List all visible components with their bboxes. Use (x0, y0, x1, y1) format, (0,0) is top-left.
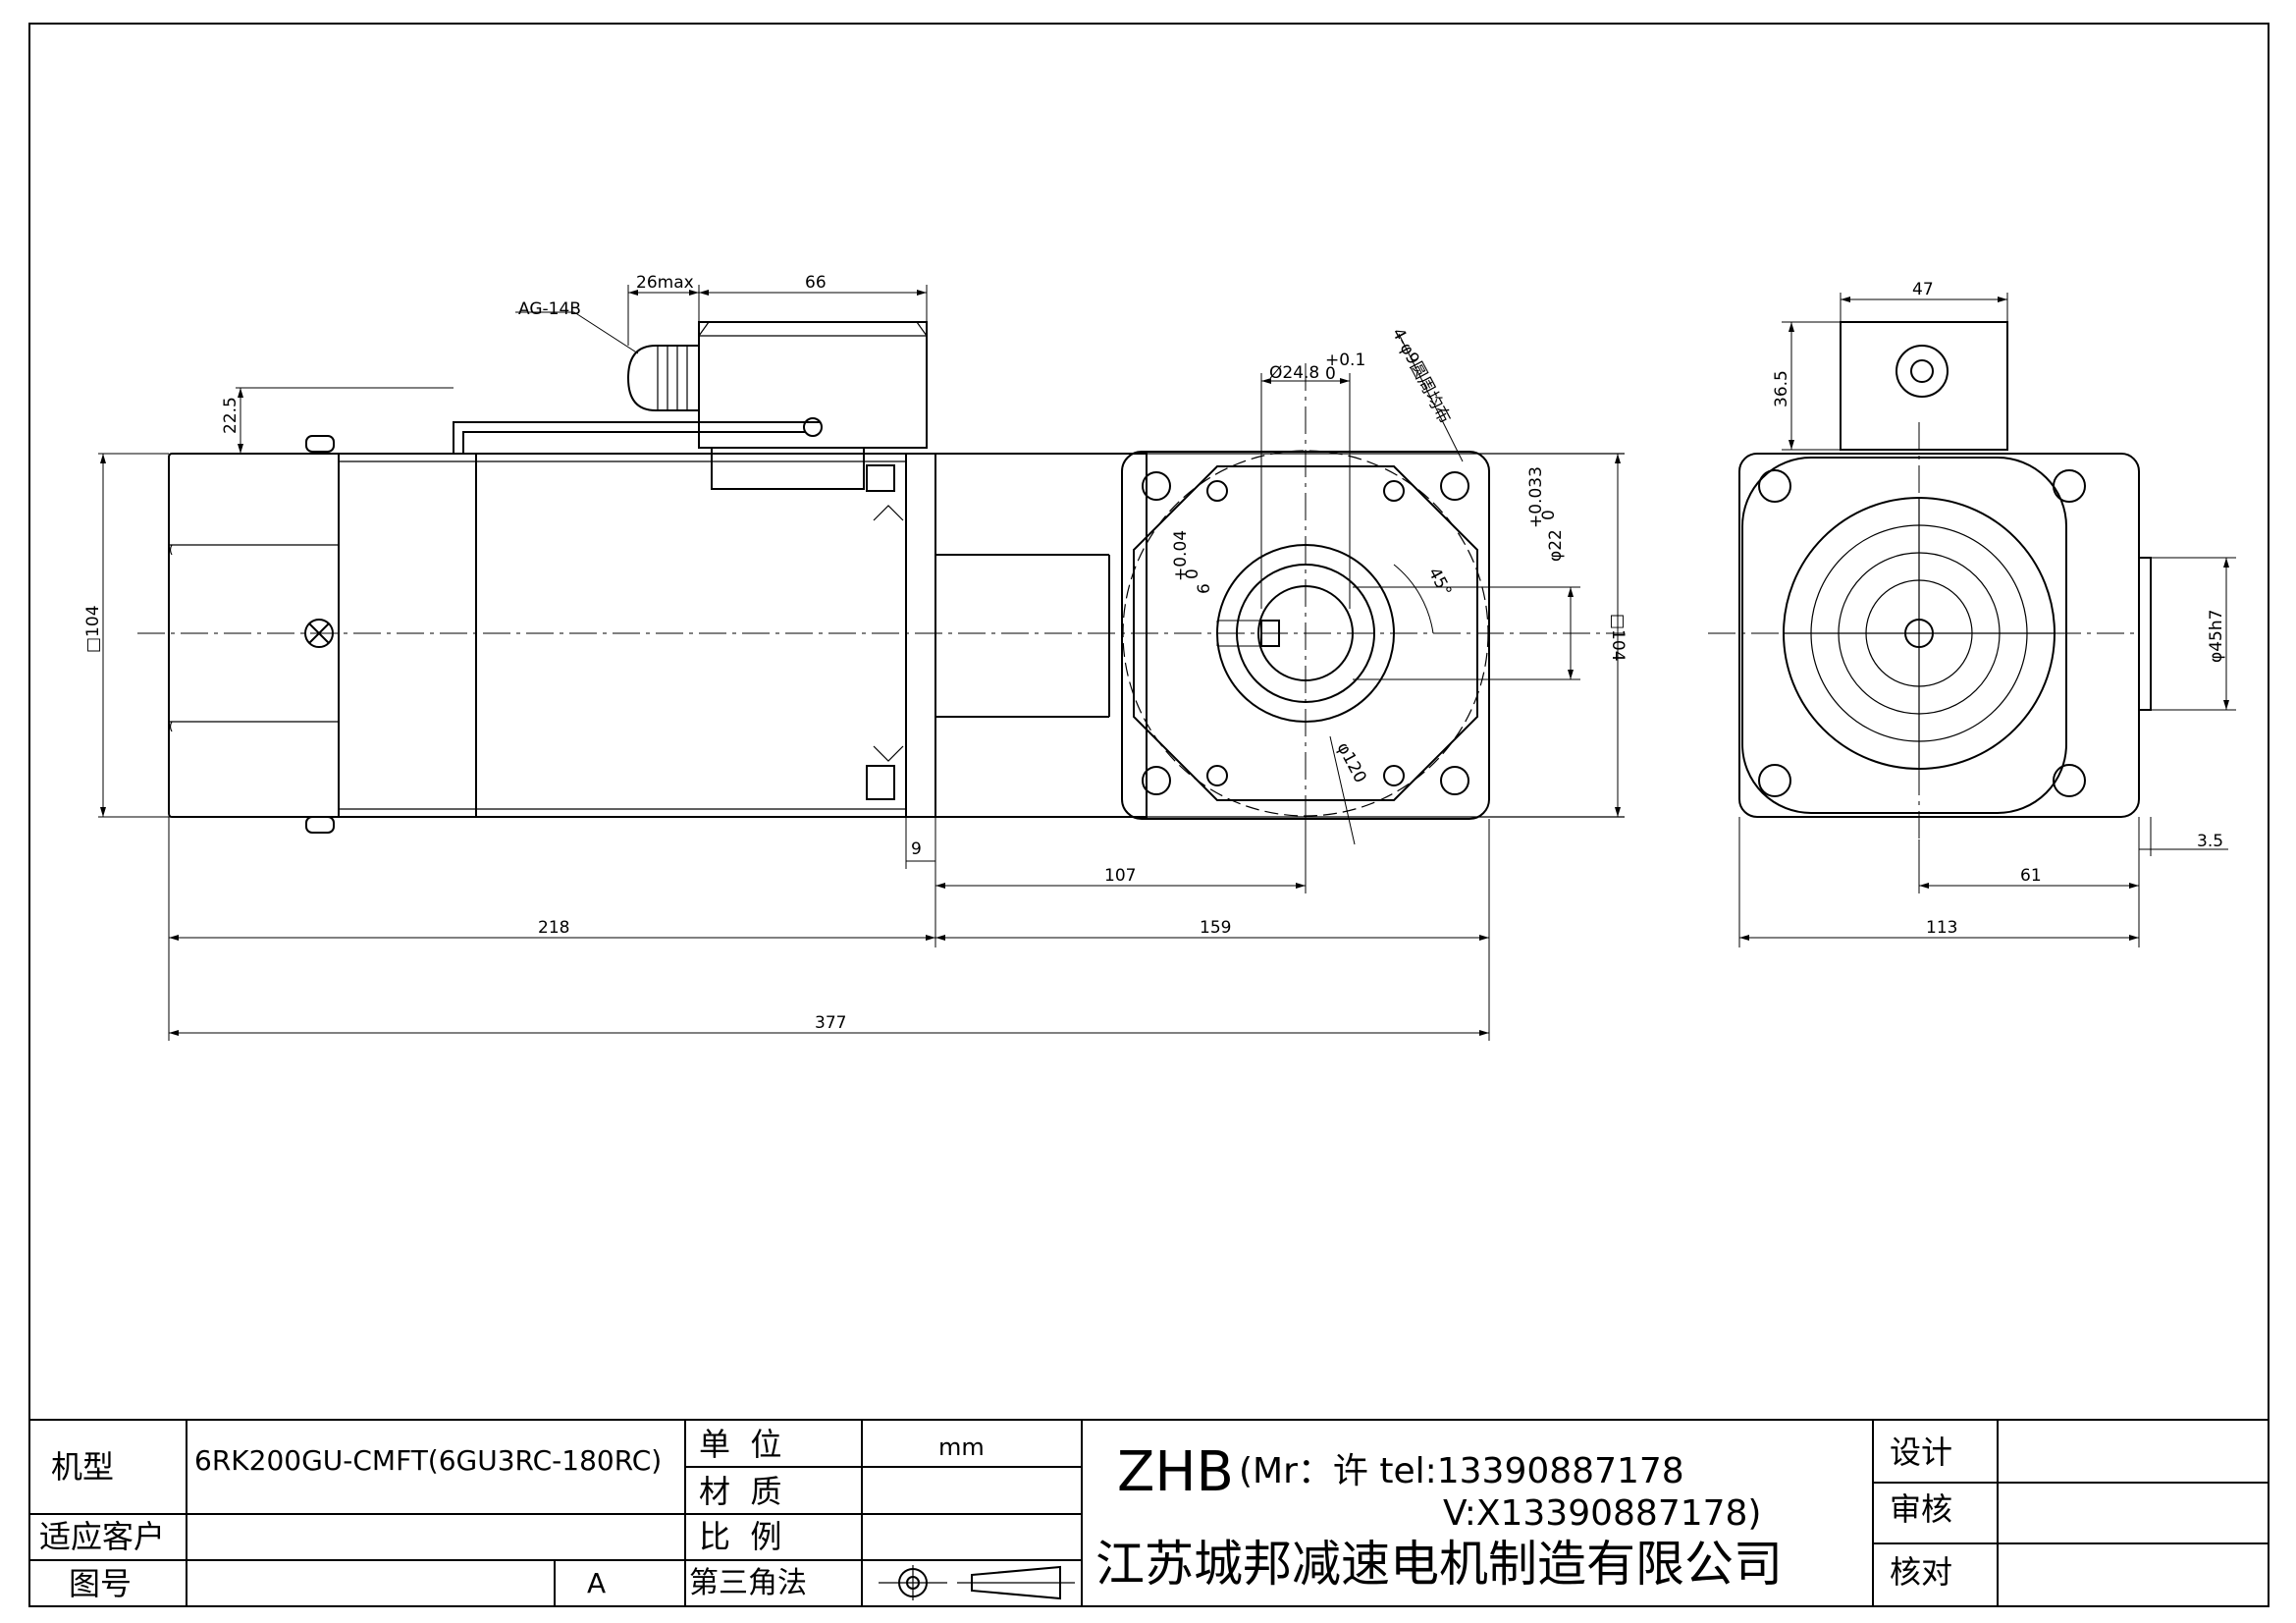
gearhead-body (934, 453, 1148, 818)
sheet-border (28, 23, 2269, 1607)
dim-square-right: □104 (1608, 614, 1628, 662)
shaft-bore (1257, 585, 1354, 681)
terminal-box (698, 321, 928, 449)
check-label: 核对 (1890, 1553, 1952, 1591)
dim-pilot-depth: 3.5 (2197, 832, 2223, 851)
side-housing (1738, 453, 2140, 818)
dim-side-width: 113 (1926, 918, 1957, 938)
cable-bracket (453, 421, 820, 454)
ground-screw (304, 619, 334, 648)
motor-end-cap (168, 453, 340, 818)
dimension-lines (98, 285, 2236, 1041)
dim-bore: Ø24.8 (1269, 363, 1319, 383)
svg-text:0: 0 (1325, 364, 1336, 384)
dim-flange: 9 (911, 839, 922, 859)
side-terminal-box (1840, 321, 2008, 451)
dim-box-height: 22.5 (221, 397, 240, 434)
review-label: 审核 (1890, 1490, 1952, 1528)
unit-value: mm (938, 1434, 985, 1461)
design-label: 设计 (1890, 1434, 1952, 1471)
dim-pcd: φ120 (1333, 739, 1370, 786)
screw-top (305, 435, 335, 453)
gland-label: AG-14B (518, 299, 581, 319)
contact-line1: (Mr：许 tel:13390887178 (1239, 1451, 1684, 1491)
dim-pilot: φ45h7 (2207, 610, 2226, 663)
svg-text:0: 0 (1539, 510, 1559, 520)
dim-shaft: φ22 (1546, 529, 1566, 562)
side-view (1708, 321, 2152, 839)
company-name: 江苏城邦减速电机制造有限公司 (1095, 1536, 1783, 1593)
fan-cover (1741, 457, 2067, 814)
svg-text:+0.04: +0.04 (1171, 530, 1191, 581)
company-brand: ZHB (1117, 1440, 1234, 1504)
pilot-boss (2138, 557, 2152, 711)
dim-overall: 377 (815, 1013, 846, 1033)
material-label: 材 质 (699, 1473, 781, 1510)
dim-square-left: □104 (83, 605, 103, 653)
dim-key: 6 (1195, 583, 1214, 594)
dim-hole-pattern: 4-φ9圆周均布 (1388, 325, 1455, 427)
model-value: 6RK200GU-CMFT(6GU3RC-180RC) (194, 1444, 662, 1477)
motor-flange (905, 453, 936, 818)
dim-gear-length: 159 (1200, 918, 1231, 938)
title-block: 机型 6RK200GU-CMFT(6GU3RC-180RC) 适应客户 图号 A… (28, 1419, 2269, 1607)
dim-shaft-offset: 107 (1104, 866, 1136, 886)
unit-label: 单 位 (699, 1426, 781, 1463)
drawing-no-label: 图号 (69, 1565, 132, 1602)
contact-line2: V:X13390887178) (1443, 1493, 1761, 1534)
svg-text:0: 0 (1183, 568, 1202, 579)
screw-bottom (305, 816, 335, 834)
dim-top-box-height: 36.5 (1772, 370, 1791, 407)
motor-body (338, 453, 907, 818)
dim-gland-max: 26max (636, 273, 694, 293)
model-label: 机型 (51, 1448, 114, 1486)
dim-side-offset: 61 (2020, 866, 2042, 886)
svg-text:+0.033: +0.033 (1526, 466, 1546, 528)
svg-text:+0.1: +0.1 (1325, 351, 1365, 370)
dim-angle: 45° (1424, 565, 1456, 600)
front-view (137, 321, 1625, 834)
revision: A (587, 1567, 606, 1599)
projection-symbol-icon (879, 1565, 1075, 1600)
keyway (1260, 620, 1280, 647)
dimension-text: AG-14B 26max 66 22.5 □104 □104 Ø24.8 +0.… (83, 273, 2226, 1033)
projection-label: 第三角法 (689, 1566, 807, 1600)
gearhead-face-view (1121, 363, 1490, 854)
dim-box-length: 66 (805, 273, 827, 293)
customer-label: 适应客户 (39, 1518, 165, 1555)
dim-motor-length: 218 (538, 918, 569, 938)
scale-label: 比 例 (699, 1518, 781, 1555)
cable-gland (626, 345, 699, 411)
dim-top-box-width: 47 (1912, 280, 1934, 299)
